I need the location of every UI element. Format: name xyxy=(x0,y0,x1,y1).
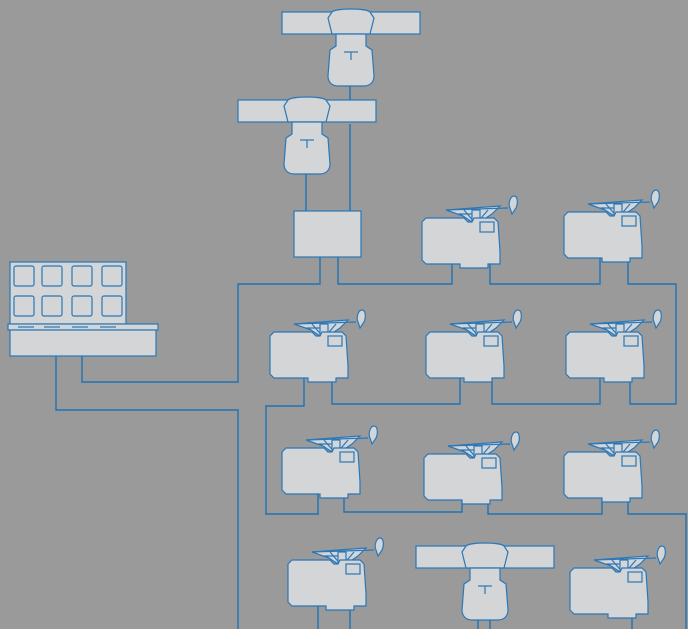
control-station-icon xyxy=(7,261,159,357)
junction-box-icon xyxy=(293,210,362,258)
bus-cables xyxy=(55,84,687,629)
